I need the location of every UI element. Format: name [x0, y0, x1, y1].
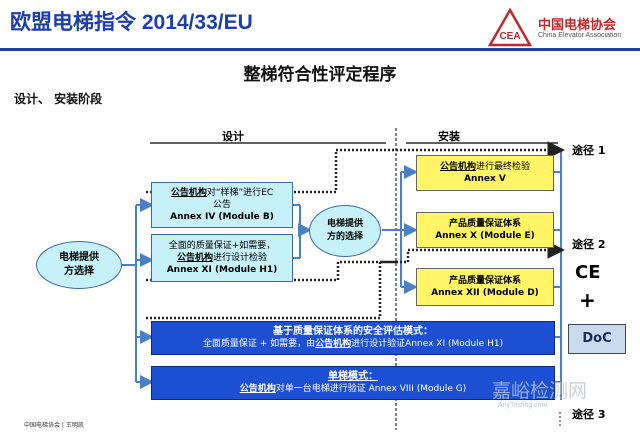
slide-title: 整梯符合性评定程序: [243, 65, 397, 85]
annex-xii-line2: Annex XII (Module D): [431, 288, 539, 298]
route-2-line: [146, 241, 565, 282]
footer-credit: 中国电梯协会 | 王明凯: [24, 422, 84, 429]
band-h1-org: 公告机构: [315, 339, 352, 349]
left-choice-line2: 方选择: [64, 266, 94, 277]
band-h1-title: 基于质量保证体系的安全评估模式：: [273, 326, 433, 337]
header-rule: [0, 48, 640, 51]
band-g-post: 对单一台电梯进行验证 Annex VIII (Module G): [275, 384, 467, 394]
install-column-header: 安装: [438, 130, 460, 143]
route-1-line: [146, 141, 565, 194]
main-title: 欧盟电梯指令 2014/33/EU: [10, 11, 253, 34]
annex-xi-line2: 进行设计检验: [213, 253, 268, 263]
annex-iv-line2: 公告: [212, 200, 231, 210]
box-annex-v: 公告机构进行最终检验 Annex V: [416, 155, 554, 191]
band-h1-pre: 全面质量保证 + 如需要，由: [202, 339, 316, 349]
design-column-header: 设计: [222, 130, 244, 143]
band-g-title: 单梯模式：: [328, 371, 378, 382]
annex-x-line1: 产品质量保证体系: [448, 219, 521, 229]
annex-xi-line3: Annex XI (Module H1): [166, 265, 278, 275]
box-annex-xi: 全面的质量保证+如需要， 公告机构进行设计检验 Annex XI (Module…: [151, 234, 293, 282]
band-h1-post: 进行设计验证Annex XI (Module H1): [351, 339, 504, 349]
left-choice-node: 电梯提供 方选择: [36, 241, 122, 289]
annex-xi-org: 公告机构: [176, 253, 213, 263]
band-module-g: 单梯模式： 公告机构对单一台电梯进行验证 Annex VIII (Module …: [151, 366, 555, 400]
mid-choice-node: 电梯提供 方的选择: [309, 205, 381, 257]
annex-v-line2: Annex V: [464, 174, 506, 184]
left-choice-line1: 电梯提供: [59, 252, 99, 263]
annex-xii-line1: 产品质量保证体系: [448, 276, 521, 286]
annex-iv-line1: 对“样梯”进行EC: [206, 188, 274, 198]
band-g-org: 公告机构: [239, 384, 276, 394]
doc-label: DoC: [582, 331, 612, 346]
cea-triangle-icon: CEA: [487, 7, 533, 47]
route-3-label: 途径 3: [572, 408, 606, 421]
route-2b-line: [146, 260, 396, 320]
annex-iv-line3: Annex IV (Module B): [170, 212, 274, 222]
annex-v-line1: 进行最终检验: [476, 162, 531, 172]
logo-cn-text: 中国电梯协会: [538, 18, 617, 33]
doc-box: DoC: [568, 324, 626, 354]
logo-badge-text: CEA: [499, 31, 520, 42]
route-2-label: 途径 2: [572, 238, 606, 251]
cea-logo: CEA 中国电梯协会 China Elevator Association: [487, 7, 638, 48]
phase-label: 设计、 安装阶段: [14, 92, 103, 106]
mid-choice-line2: 方的选择: [326, 232, 363, 242]
annex-iv-org: 公告机构: [170, 188, 207, 198]
mid-choice-line1: 电梯提供: [326, 219, 363, 229]
annex-v-org: 公告机构: [439, 162, 476, 172]
box-annex-x: 产品质量保证体系 Annex X (Module E): [416, 212, 554, 248]
annex-xi-line1: 全面的质量保证+如需要，: [168, 241, 276, 251]
ce-mark-icon: CE: [575, 262, 601, 283]
watermark-en: AnyTesting.com: [498, 402, 548, 409]
route-1-label: 途径 1: [572, 144, 606, 157]
plus-sign: +: [579, 288, 596, 312]
box-annex-xii: 产品质量保证体系 Annex XII (Module D): [416, 268, 554, 306]
band-module-h1: 基于质量保证体系的安全评估模式： 全面质量保证 + 如需要，由公告机构进行设计验…: [151, 321, 555, 355]
logo-en-text: China Elevator Association: [538, 32, 622, 39]
annex-x-line2: Annex X (Module E): [435, 231, 535, 241]
box-annex-iv: 公告机构对“样梯”进行EC 公告 Annex IV (Module B): [151, 182, 293, 228]
watermark: 嘉峪检测网: [492, 380, 588, 402]
